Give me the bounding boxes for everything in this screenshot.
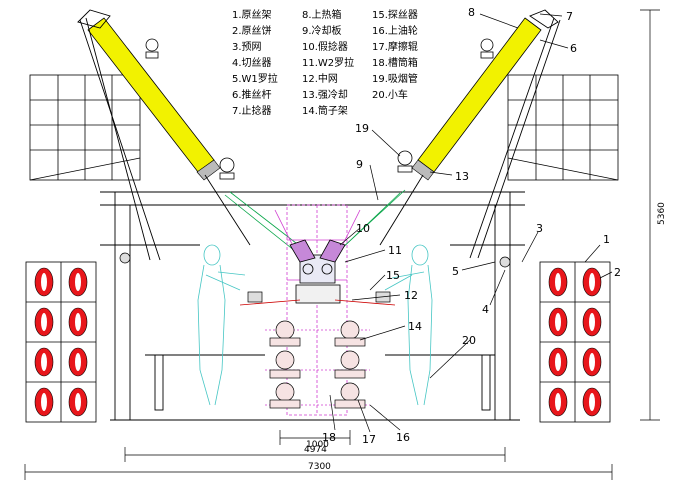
callout-13: 13	[455, 170, 469, 183]
callout-5: 5	[452, 265, 459, 278]
legend-item: 10.假捻器	[302, 40, 348, 53]
yarn-path	[224, 189, 406, 256]
spool-core	[589, 393, 595, 411]
left-upper-creel	[29, 74, 141, 181]
left-operator	[197, 244, 246, 406]
spool-core	[75, 353, 81, 371]
legend-item: 7.止捻器	[232, 104, 272, 117]
right-operator	[384, 244, 433, 406]
callout-14: 14	[408, 320, 422, 333]
legend-item: 1.原丝架	[232, 9, 272, 21]
legend-item: 19.吸烟管	[372, 72, 418, 85]
legend-item: 13.强冷却	[302, 88, 348, 101]
main-frame	[100, 191, 525, 421]
spool-core	[75, 313, 81, 331]
spool-core	[41, 393, 47, 411]
spool-core	[589, 313, 595, 331]
legend-item: 15.探丝器	[372, 8, 418, 21]
dimension-7300: 7300	[308, 462, 331, 472]
callout-8: 8	[468, 6, 475, 19]
legend-item: 5.W1罗拉	[232, 72, 278, 85]
middle-net-lines	[239, 299, 396, 306]
callout-15: 15	[386, 269, 400, 282]
spool-core	[555, 393, 561, 411]
callout-19: 19	[355, 122, 369, 135]
callout-3: 3	[536, 222, 543, 235]
legend-item: 20.小车	[372, 88, 408, 101]
legend-item: 2.原丝饼	[232, 24, 272, 37]
callout-20: 20	[462, 334, 476, 347]
spool-core	[589, 353, 595, 371]
callout-9: 9	[356, 158, 363, 171]
callout-7: 7	[566, 10, 573, 23]
right-yarn-spools	[548, 267, 602, 417]
spool-core	[41, 273, 47, 291]
legend-item: 9.冷却板	[302, 24, 342, 37]
callout-2: 2	[614, 266, 621, 279]
legend-item: 3.预网	[232, 41, 262, 53]
legend-item: 4.切丝器	[232, 57, 272, 69]
left-heater-box	[87, 17, 221, 181]
callout-1: 1	[603, 233, 610, 246]
callout-4: 4	[482, 303, 489, 316]
legend-item: 17.摩擦辊	[372, 40, 418, 53]
spool-core	[555, 313, 561, 331]
right-heater-box	[411, 17, 542, 181]
callout-6: 6	[570, 42, 577, 55]
left-bottom-creel	[25, 261, 97, 423]
dimension-4974: 4974	[304, 445, 327, 455]
legend-item: 12.中网	[302, 72, 338, 85]
false-twister-assembly	[289, 239, 346, 304]
takeup-spools	[269, 320, 366, 409]
right-bottom-creel	[539, 261, 611, 423]
callout-10: 10	[356, 222, 370, 235]
callout-12: 12	[404, 289, 418, 302]
dimension-lines	[24, 9, 660, 480]
dimension-1000: 1000	[306, 440, 329, 450]
legend-item: 16.上油轮	[372, 24, 418, 37]
spool-core	[589, 273, 595, 291]
spool-core	[41, 313, 47, 331]
legend-item: 6.推丝杆	[232, 88, 272, 101]
legend-item: 11.W2罗拉	[302, 56, 354, 69]
dimension-height: 5360	[657, 202, 667, 225]
leader-lines	[329, 13, 613, 433]
spool-core	[555, 353, 561, 371]
legend-item: 18.槽筒箱	[372, 56, 418, 69]
spool-core	[555, 273, 561, 291]
right-upper-creel	[507, 74, 619, 181]
legend-item: 8.上热箱	[302, 8, 342, 21]
suction-pipes	[145, 38, 494, 180]
legend: 1.原丝架 2.原丝饼 3.预网 4.切丝器 5.W1罗拉 6.推丝杆 7.止捻器 8.上热箱…	[232, 8, 418, 117]
callout-16: 16	[396, 431, 410, 444]
left-yarn-spools	[34, 267, 88, 417]
callout-17: 17	[362, 433, 376, 446]
callout-11: 11	[388, 244, 402, 257]
callout-18: 18	[322, 431, 336, 444]
spool-core	[41, 353, 47, 371]
legend-item: 14.筒子架	[302, 104, 348, 117]
spool-core	[75, 273, 81, 291]
spool-core	[75, 393, 81, 411]
heater-supports	[77, 9, 561, 261]
